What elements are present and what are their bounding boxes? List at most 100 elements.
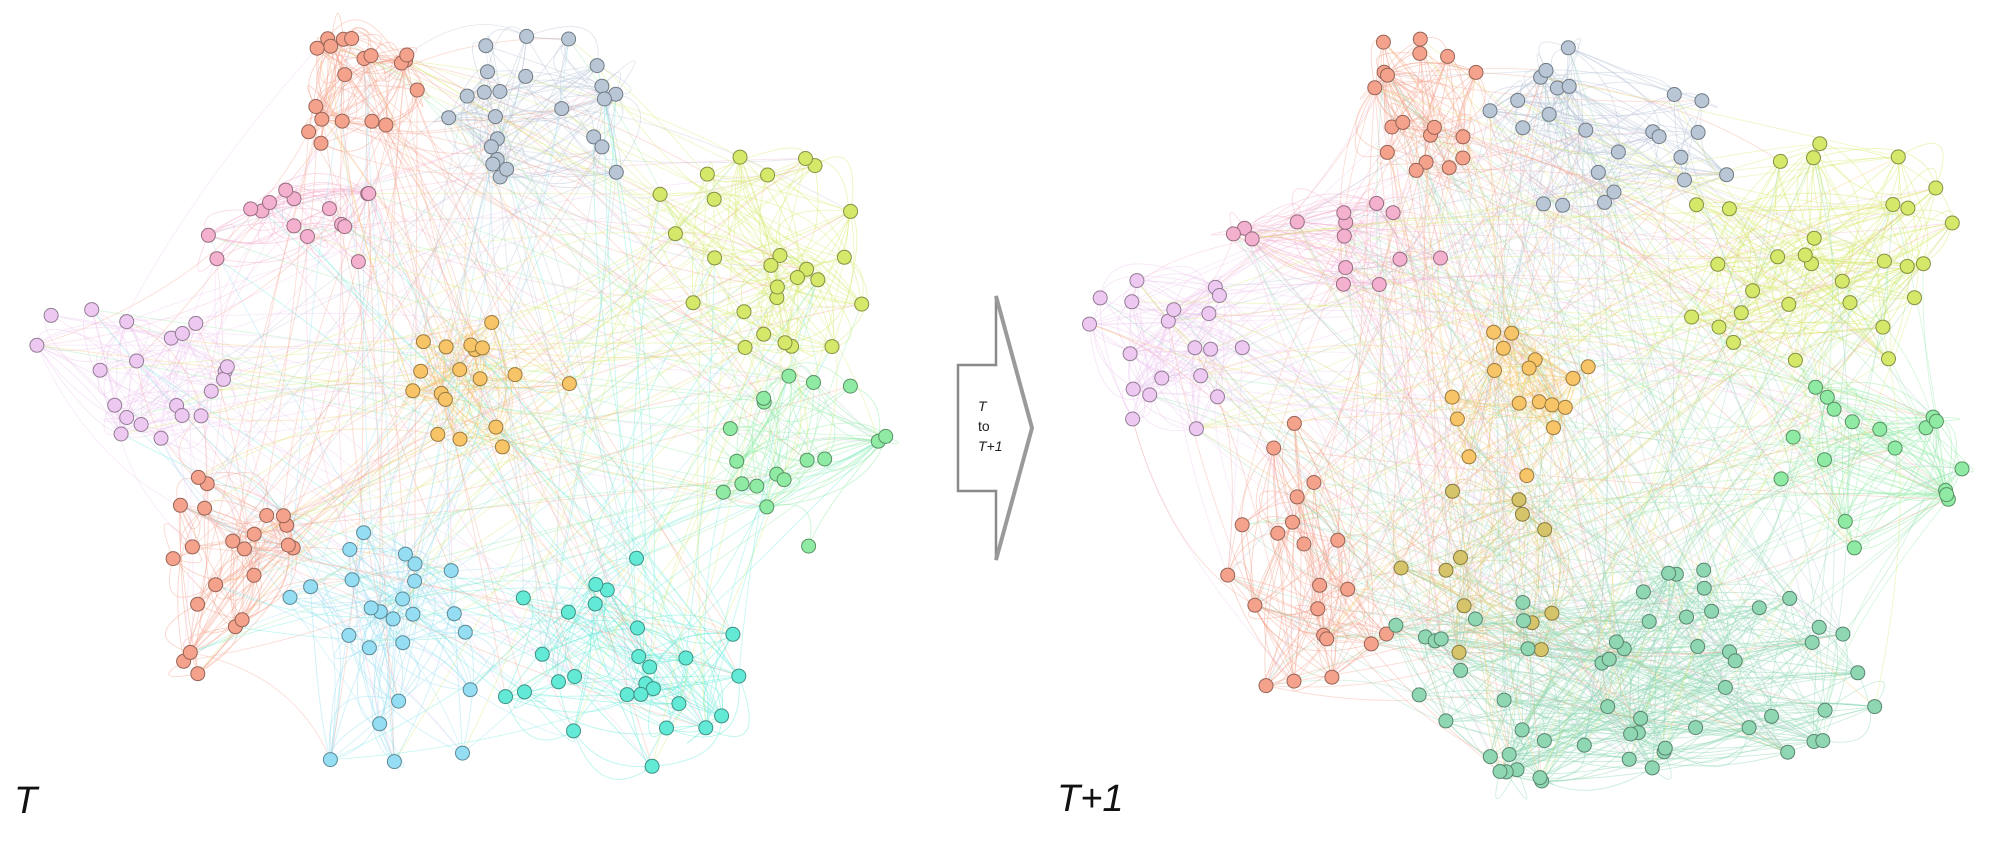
network-edge — [1252, 156, 1899, 240]
network-edge — [506, 169, 642, 695]
network-edge — [1343, 156, 1682, 219]
network-node — [722, 421, 738, 437]
network-edge — [1630, 709, 1826, 754]
network-edge — [50, 315, 177, 406]
network-edge — [692, 165, 816, 303]
network-edge — [1251, 238, 1401, 272]
network-edge — [763, 165, 816, 298]
network-edge — [1447, 56, 1846, 522]
network-node — [1651, 129, 1667, 145]
network-node — [1426, 119, 1442, 135]
network-edge — [344, 193, 383, 228]
network-edge — [1529, 357, 1816, 388]
network-edge — [114, 333, 183, 410]
network-edge — [1475, 572, 1669, 620]
network-edge — [183, 580, 415, 662]
arrow-caption-target: T+1 — [978, 438, 1003, 454]
network-edge — [1544, 573, 1670, 741]
network-edge — [1811, 263, 1889, 360]
network-node — [1496, 692, 1512, 708]
network-edge — [244, 349, 476, 550]
network-node — [1124, 294, 1140, 310]
network-edge — [1844, 421, 1861, 522]
network-edge — [713, 199, 807, 270]
network-node — [361, 186, 377, 201]
network-edge — [1254, 532, 1291, 606]
network-edge — [1435, 640, 1823, 742]
network-node — [1635, 584, 1651, 600]
network-edge — [136, 360, 206, 509]
network-node — [1375, 34, 1391, 50]
network-node — [308, 99, 324, 114]
network-edge — [1233, 207, 1908, 235]
network-edge — [1313, 482, 1641, 719]
network-edge — [1383, 72, 1523, 515]
network-edge — [1517, 100, 1908, 267]
network-edge — [764, 401, 886, 437]
network-edge — [1613, 167, 1685, 193]
network-edge — [1587, 366, 1699, 647]
network-edge — [1718, 143, 1821, 328]
network-node — [1601, 651, 1617, 667]
network-edge — [1711, 605, 1859, 674]
network-edge — [1505, 616, 1687, 773]
network-node — [1710, 256, 1726, 272]
network-edge — [1099, 297, 1133, 420]
network-edge — [1489, 641, 1617, 757]
network-edge — [1523, 427, 1927, 622]
network-edge — [615, 93, 641, 173]
network-edge — [402, 598, 466, 634]
network-edge — [1254, 604, 1372, 645]
network-edge — [1815, 386, 1937, 422]
network-edge — [1294, 423, 1387, 635]
network-node — [551, 674, 566, 690]
network-node — [243, 201, 259, 217]
network-edge — [405, 156, 741, 555]
network-edge — [1399, 258, 1791, 599]
network-edge — [269, 85, 603, 203]
network-edge — [756, 398, 779, 487]
network-edge — [412, 390, 785, 481]
network-edge — [1254, 604, 1726, 689]
network-edge — [1233, 233, 1494, 333]
network-edge — [1136, 280, 1460, 653]
network-node — [731, 668, 747, 684]
network-edge — [126, 312, 492, 323]
network-node — [391, 693, 407, 709]
network-edge — [494, 116, 758, 487]
network-edge — [1597, 172, 1730, 653]
network-edge — [206, 116, 496, 484]
network-edge — [126, 264, 772, 418]
network-edge — [784, 211, 855, 344]
network-node — [1520, 641, 1536, 657]
network-edge — [763, 362, 851, 399]
network-edge — [1517, 99, 1685, 181]
network-edge — [1854, 421, 1937, 549]
network-edge — [1815, 381, 1937, 422]
network-node — [594, 139, 610, 155]
network-edge — [330, 45, 781, 256]
network-edge — [638, 656, 739, 677]
network-node — [1482, 749, 1498, 765]
network-edge — [1527, 648, 1824, 741]
network-edge — [1509, 706, 1609, 760]
network-edge — [371, 618, 395, 762]
network-node — [1467, 611, 1483, 627]
network-node — [1092, 290, 1108, 306]
network-edge — [1215, 74, 1388, 288]
network-edge — [1374, 87, 1544, 205]
network-edge — [1425, 162, 1470, 457]
network-edge — [469, 385, 851, 691]
panel-label-t: T — [14, 780, 38, 822]
network-edge — [1640, 131, 1675, 719]
network-edge — [1874, 358, 1901, 707]
network-edge — [169, 558, 216, 598]
network-edge — [1313, 222, 1953, 483]
network-edge — [126, 321, 208, 509]
network-edge — [1568, 47, 1727, 176]
network-edge — [1540, 77, 1619, 153]
network-edge — [1425, 636, 1824, 741]
network-edge — [1822, 326, 1883, 398]
network-edge — [1434, 127, 1949, 500]
network-edge — [1489, 110, 1697, 728]
